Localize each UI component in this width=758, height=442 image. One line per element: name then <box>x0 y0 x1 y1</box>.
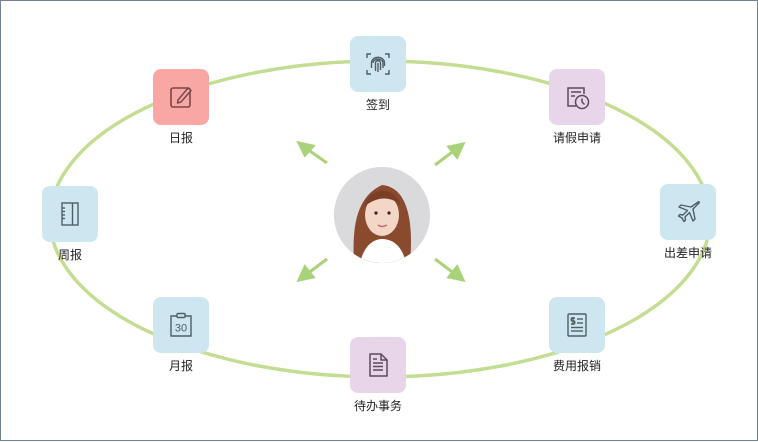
expense-claim-tile[interactable] <box>549 297 605 353</box>
airplane-icon <box>677 201 700 223</box>
node-label: 日报 <box>168 131 193 145</box>
user-avatar[interactable] <box>334 167 430 263</box>
arrows <box>296 140 466 283</box>
node-daily-report[interactable]: 日报 <box>141 69 221 145</box>
leave-request-tile[interactable] <box>549 69 605 125</box>
monthly-report-tile[interactable]: 30 <box>153 297 209 353</box>
node-leave-request[interactable]: 请假申请 <box>537 69 617 145</box>
node-monthly-report[interactable]: 30 月报 <box>141 297 221 373</box>
calendar-clock-icon <box>567 87 590 110</box>
business-trip-tile[interactable] <box>660 184 716 240</box>
node-label: 月报 <box>168 359 193 373</box>
node-label: 待办事务 <box>353 399 402 413</box>
fingerprint-icon <box>366 53 390 75</box>
todo-tile[interactable] <box>350 337 406 393</box>
edit-icon <box>170 87 192 108</box>
node-expense-claim[interactable]: 费用报销 <box>537 297 617 373</box>
notebook-icon <box>61 202 79 226</box>
node-business-trip[interactable]: 出差申请 <box>648 184 728 260</box>
svg-text:30: 30 <box>175 323 187 335</box>
check-in-tile[interactable] <box>350 36 406 92</box>
daily-report-tile[interactable] <box>153 69 209 125</box>
node-todo[interactable]: 待办事务 <box>338 337 418 413</box>
weekly-report-tile[interactable] <box>42 186 98 242</box>
invoice-icon <box>567 313 587 337</box>
node-label: 周报 <box>57 248 82 262</box>
node-label: 签到 <box>365 98 390 112</box>
document-icon <box>369 353 388 377</box>
calendar-30-icon: 30 <box>170 312 192 337</box>
node-label: 出差申请 <box>663 246 712 260</box>
node-weekly-report[interactable]: 周报 <box>30 186 110 262</box>
node-label: 费用报销 <box>552 359 601 373</box>
node-check-in[interactable]: 签到 <box>338 36 418 112</box>
node-label: 请假申请 <box>552 131 601 145</box>
